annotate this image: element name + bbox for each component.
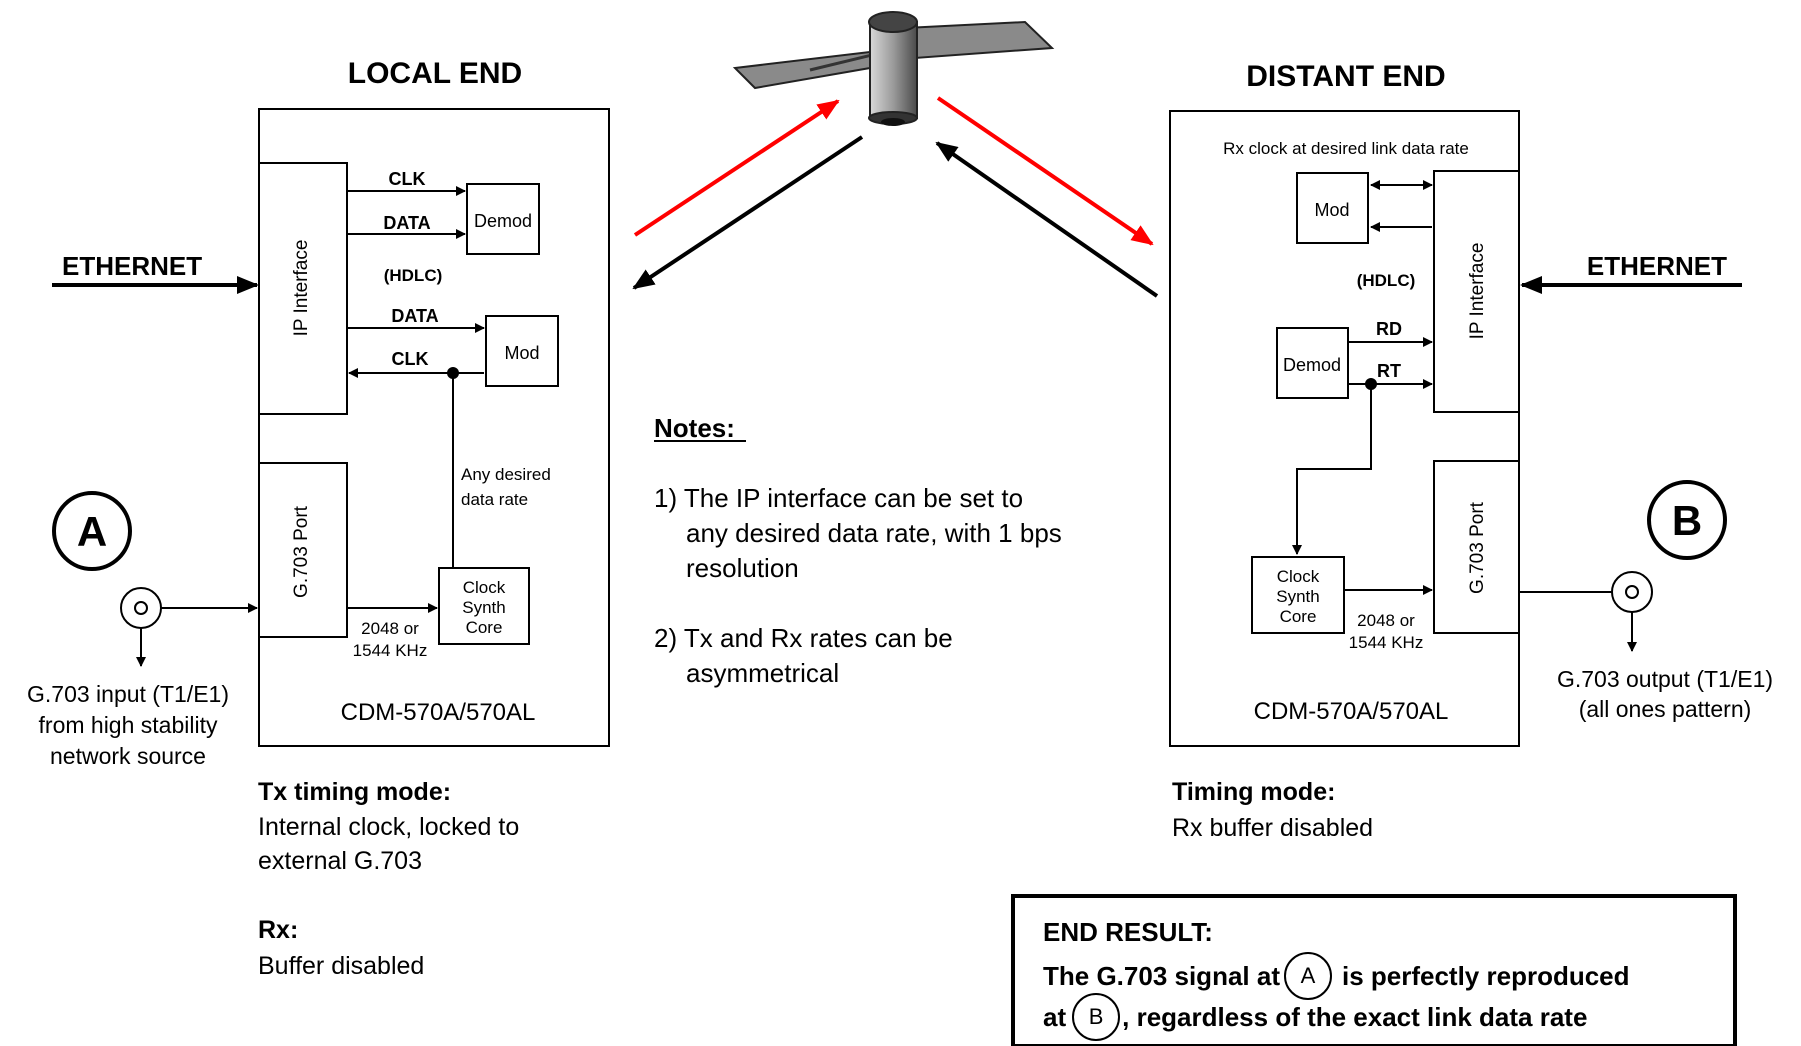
end-result-marker-b: B xyxy=(1072,993,1121,1041)
local-marker-a: A xyxy=(77,508,107,555)
local-tx-mode-1: Internal clock, locked to xyxy=(258,813,519,841)
notes-title: Notes: xyxy=(654,413,735,443)
local-data-top-label: DATA xyxy=(383,213,430,233)
local-freq-1: 2048 or xyxy=(361,619,419,638)
end-result-line2: at B , regardless of the exact link data… xyxy=(1043,993,1587,1041)
distant-rd-label: RD xyxy=(1376,319,1402,339)
distant-ethernet-label: ETHERNET xyxy=(1587,251,1727,281)
distant-marker-b-circle xyxy=(1647,480,1727,560)
notes-n1-3: resolution xyxy=(686,553,799,583)
local-clk-bottom-label: CLK xyxy=(392,349,429,369)
local-uplink-arrow xyxy=(633,99,840,237)
local-rx-value: Buffer disabled xyxy=(258,952,424,980)
local-tx-mode-2: external G.703 xyxy=(258,847,422,875)
local-mod-label: Mod xyxy=(504,343,539,363)
distant-freq-1: 2048 or xyxy=(1357,611,1415,630)
local-g703-port-block xyxy=(258,462,348,638)
distant-ip-interface-block xyxy=(1433,170,1520,413)
local-demod-label: Demod xyxy=(474,211,532,231)
distant-clock-2: Synth xyxy=(1276,587,1319,606)
distant-demod-block xyxy=(1276,327,1349,399)
local-rx-title: Rx: xyxy=(258,916,298,944)
local-clk-top-label: CLK xyxy=(389,169,426,189)
distant-timing-value: Rx buffer disabled xyxy=(1172,814,1373,842)
end-result-line1-b: is perfectly reproduced xyxy=(1341,960,1630,991)
notes-n1-2: any desired data rate, with 1 bps xyxy=(686,518,1062,548)
distant-mod-block xyxy=(1296,172,1369,244)
end-result-line1: The G.703 signal at A is perfectly repro… xyxy=(1043,952,1630,1000)
distant-clock-synth-block xyxy=(1251,556,1345,634)
end-result-box xyxy=(1011,894,1737,1046)
distant-uplink-arrow xyxy=(935,141,1159,298)
local-demod-block xyxy=(466,183,540,255)
distant-freq-2: 1544 KHz xyxy=(1349,633,1424,652)
local-ethernet-label: ETHERNET xyxy=(62,251,202,281)
local-any-rate-2: data rate xyxy=(461,490,528,509)
distant-ip-interface-label: IP Interface xyxy=(1467,243,1488,340)
local-input-2: from high stability xyxy=(39,712,218,738)
distant-model-label: CDM-570A/570AL xyxy=(1254,698,1449,725)
local-marker-a-circle xyxy=(52,491,132,571)
local-clock-1: Clock xyxy=(463,578,506,597)
distant-timing-title: Timing mode: xyxy=(1172,778,1335,806)
local-g703-port-label: G.703 Port xyxy=(291,505,312,598)
local-g703-connector-inner xyxy=(134,601,148,615)
local-clock-3: Core xyxy=(466,618,503,637)
local-clock-2: Synth xyxy=(462,598,505,617)
notes-n2-2: asymmetrical xyxy=(686,658,839,688)
distant-rx-clock-note: Rx clock at desired link data rate xyxy=(1223,139,1469,158)
local-data-bottom-label: DATA xyxy=(391,306,438,326)
end-result-line2-b: , regardless of the exact link data rate xyxy=(1122,1001,1588,1032)
distant-demod-label: Demod xyxy=(1283,355,1341,375)
local-ip-interface-label: IP Interface xyxy=(291,240,312,337)
distant-marker-b: B xyxy=(1672,497,1702,544)
local-tx-mode-title: Tx timing mode: xyxy=(258,778,451,806)
distant-g703-port-block xyxy=(1433,460,1520,634)
end-result-title: END RESULT: xyxy=(1043,917,1213,947)
local-input-1: G.703 input (T1/E1) xyxy=(27,681,229,707)
distant-clock-feed-line xyxy=(1292,384,1372,555)
local-mod-block xyxy=(485,315,559,387)
end-result-line2-a: at xyxy=(1043,1001,1067,1032)
local-hdlc-label: (HDLC) xyxy=(384,266,443,285)
local-downlink-arrow xyxy=(632,135,864,290)
distant-modem-box xyxy=(1169,110,1520,747)
local-input-3: network source xyxy=(50,743,206,769)
end-result-line1-a: The G.703 signal at xyxy=(1043,960,1280,991)
distant-rt-label: RT xyxy=(1377,361,1401,381)
distant-g703-port-label: G.703 Port xyxy=(1467,501,1488,594)
distant-mod-label: Mod xyxy=(1314,200,1349,220)
local-modem-box xyxy=(258,108,610,747)
distant-downlink-arrow xyxy=(936,96,1154,246)
distant-end-heading: DISTANT END xyxy=(1246,60,1445,93)
local-freq-2: 1544 KHz xyxy=(353,641,428,660)
distant-clock-1: Clock xyxy=(1277,567,1320,586)
distant-clock-3: Core xyxy=(1280,607,1317,626)
notes-n2-1: 2) Tx and Rx rates can be xyxy=(654,623,953,653)
local-clock-synth-block xyxy=(438,567,530,645)
local-end-heading: LOCAL END xyxy=(348,57,522,90)
notes-n1-1: 1) The IP interface can be set to xyxy=(654,483,1023,513)
distant-output-2: (all ones pattern) xyxy=(1579,696,1752,722)
satellite-icon xyxy=(732,11,1055,126)
local-any-rate-1: Any desired xyxy=(461,465,551,484)
distant-hdlc-label: (HDLC) xyxy=(1357,271,1416,290)
distant-output-1: G.703 output (T1/E1) xyxy=(1557,666,1773,692)
local-ip-interface-block xyxy=(258,162,348,415)
local-model-label: CDM-570A/570AL xyxy=(341,699,536,726)
distant-g703-connector-inner xyxy=(1625,585,1639,599)
end-result-marker-a: A xyxy=(1283,952,1332,1000)
